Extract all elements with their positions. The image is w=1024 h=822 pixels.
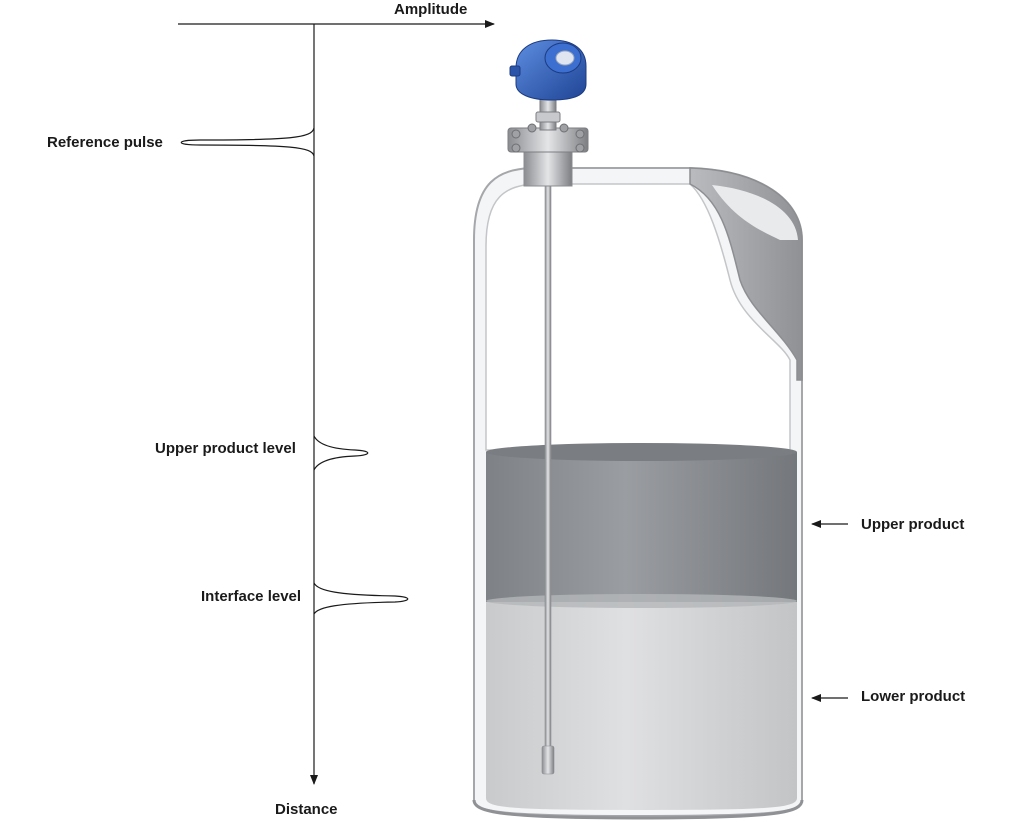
probe-rod [544, 149, 552, 751]
upper-product-liquid [486, 452, 797, 602]
tank-headspace [485, 183, 791, 451]
upper-product-label: Upper product [861, 516, 964, 533]
distance-axis-label: Distance [275, 801, 338, 818]
flange-bolt [575, 129, 585, 139]
reference-pulse-label: Reference pulse [47, 134, 163, 151]
interface-level-label: Interface level [201, 588, 301, 605]
upper-product-surface [486, 443, 797, 461]
cable-entry [509, 65, 521, 77]
flange-bolt [559, 123, 569, 133]
reference-pulse-curve [180, 127, 315, 157]
flange-bolt [511, 129, 521, 139]
tank [472, 167, 804, 820]
probe-end-weight [541, 745, 555, 775]
lower-product-liquid [486, 600, 797, 810]
transmitter-window [555, 50, 575, 66]
interface-level-pulse-curve [313, 582, 409, 615]
tank-bottom-rim [472, 799, 804, 820]
flange-bolt [527, 123, 537, 133]
upper-product-level-label: Upper product level [155, 440, 296, 457]
upper-product-level-pulse-curve [313, 435, 369, 471]
lower-product-label: Lower product [861, 688, 965, 705]
flange-bolt [511, 143, 521, 153]
nozzle-pipe [523, 149, 573, 187]
transmitter-neck-nut [535, 111, 561, 123]
amplitude-axis-label: Amplitude [394, 1, 467, 18]
radar-transmitter [509, 39, 587, 131]
tank-cutaway-inner-face [712, 185, 798, 240]
interface-surface [486, 594, 797, 608]
flange-bolt [575, 143, 585, 153]
